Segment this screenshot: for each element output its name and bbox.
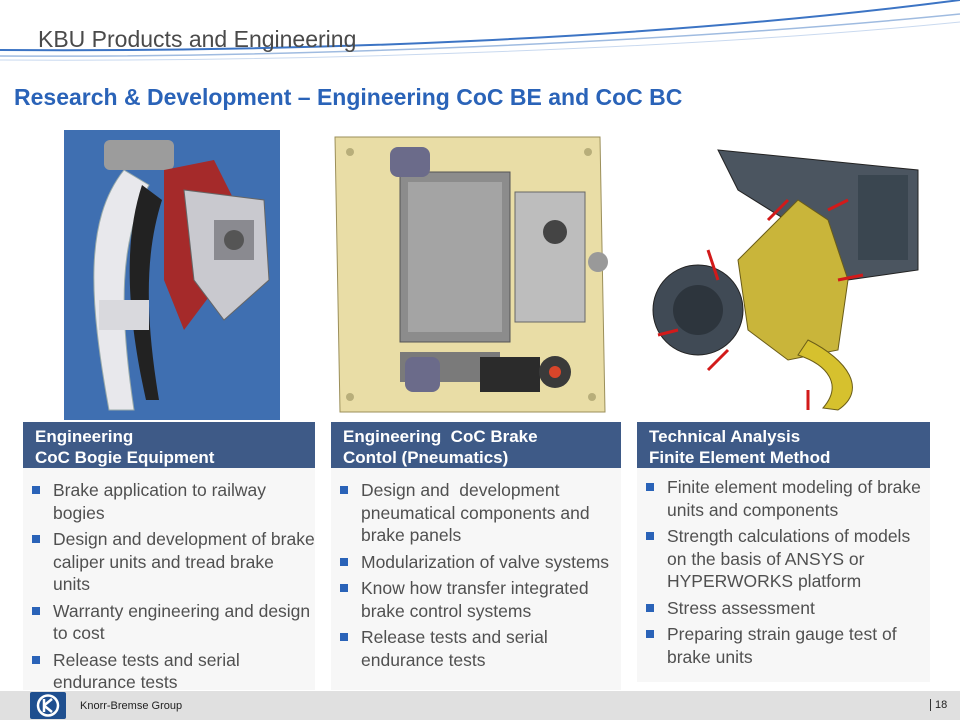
- knorr-bremse-logo-icon: [30, 692, 66, 719]
- header-title: KBU Products and Engineering: [38, 26, 357, 52]
- bullet-text: Finite element modeling of brake units a…: [667, 477, 921, 520]
- list-item: Stress assessment: [637, 597, 930, 620]
- list-item: Design and development of brake caliper …: [23, 528, 315, 596]
- col3-heading: Technical Analysis Finite Element Method: [637, 422, 930, 468]
- col1-bullet-list: Brake application to railway bogies Desi…: [23, 479, 315, 694]
- brake-panel-image: [330, 132, 608, 414]
- bullet-text: Know how transfer integrated brake contr…: [361, 578, 589, 621]
- bullet-square-icon: [340, 557, 348, 566]
- bullet-square-icon: [646, 630, 654, 638]
- bullet-text: Release tests and serial endurance tests: [361, 627, 548, 670]
- col1-heading-line2: CoC Bogie Equipment: [35, 448, 215, 467]
- bullet-square-icon: [32, 655, 40, 664]
- col2-body: Design and development pneumatical compo…: [331, 468, 621, 690]
- list-item: Design and development pneumatical compo…: [331, 479, 621, 547]
- col2-heading-line2: Contol (Pneumatics): [343, 448, 509, 467]
- bullet-square-icon: [32, 606, 40, 615]
- bullet-text: Design and development of brake caliper …: [53, 529, 315, 594]
- caliper-unit-image: [64, 130, 280, 420]
- bullet-square-icon: [32, 486, 40, 494]
- list-item: Warranty engineering and design to cost: [23, 600, 315, 645]
- list-item: Brake application to railway bogies: [23, 479, 315, 524]
- list-item: Strength calculations of models on the b…: [637, 525, 930, 593]
- bullet-square-icon: [646, 483, 654, 491]
- bullet-text: Brake application to railway bogies: [53, 480, 267, 523]
- col1-body: Brake application to railway bogies Desi…: [23, 468, 315, 692]
- bullet-text: Warranty engineering and design to cost: [53, 600, 311, 644]
- bullet-square-icon: [646, 603, 654, 612]
- list-item: Preparing strain gauge test of brake uni…: [637, 623, 930, 668]
- list-item: Finite element modeling of brake units a…: [637, 476, 930, 521]
- list-item: Modularization of valve systems: [331, 551, 621, 574]
- list-item: Release tests and serial endurance tests: [331, 626, 621, 671]
- bullet-text: Strength calculations of models on the b…: [667, 526, 911, 591]
- list-item: Know how transfer integrated brake contr…: [331, 577, 621, 622]
- fem-model-image: [648, 130, 920, 412]
- bullet-square-icon: [340, 584, 348, 592]
- col3-bullet-list: Finite element modeling of brake units a…: [637, 476, 930, 668]
- col2-heading-line1: Engineering CoC Brake: [343, 427, 538, 446]
- col1-heading: Engineering CoC Bogie Equipment: [23, 422, 315, 468]
- bullet-square-icon: [32, 535, 40, 543]
- col3-body: Finite element modeling of brake units a…: [637, 468, 930, 682]
- col3-heading-line1: Technical Analysis: [649, 427, 801, 446]
- col1-heading-line1: Engineering: [35, 427, 134, 446]
- bullet-text: Preparing strain gauge test of brake uni…: [667, 624, 897, 667]
- page-subtitle: Research & Development – Engineering CoC…: [14, 84, 683, 110]
- footer-bar: [0, 691, 960, 720]
- col2-heading: Engineering CoC Brake Contol (Pneumatics…: [331, 422, 621, 468]
- bullet-square-icon: [340, 486, 348, 494]
- bullet-square-icon: [340, 633, 348, 641]
- footer-company: Knorr-Bremse Group: [80, 700, 183, 712]
- page-number: 18: [930, 699, 947, 711]
- header-swoosh: [0, 0, 960, 61]
- bullet-text: Stress assessment: [667, 597, 815, 618]
- col3-heading-line2: Finite Element Method: [649, 448, 831, 467]
- list-item: Release tests and serial endurance tests: [23, 649, 315, 694]
- bullet-text: Design and development pneumatical compo…: [361, 480, 595, 545]
- bullet-text: Modularization of valve systems: [361, 551, 610, 572]
- bullet-square-icon: [646, 532, 654, 540]
- bullet-text: Release tests and serial endurance tests: [53, 649, 240, 693]
- col2-bullet-list: Design and development pneumatical compo…: [331, 479, 621, 671]
